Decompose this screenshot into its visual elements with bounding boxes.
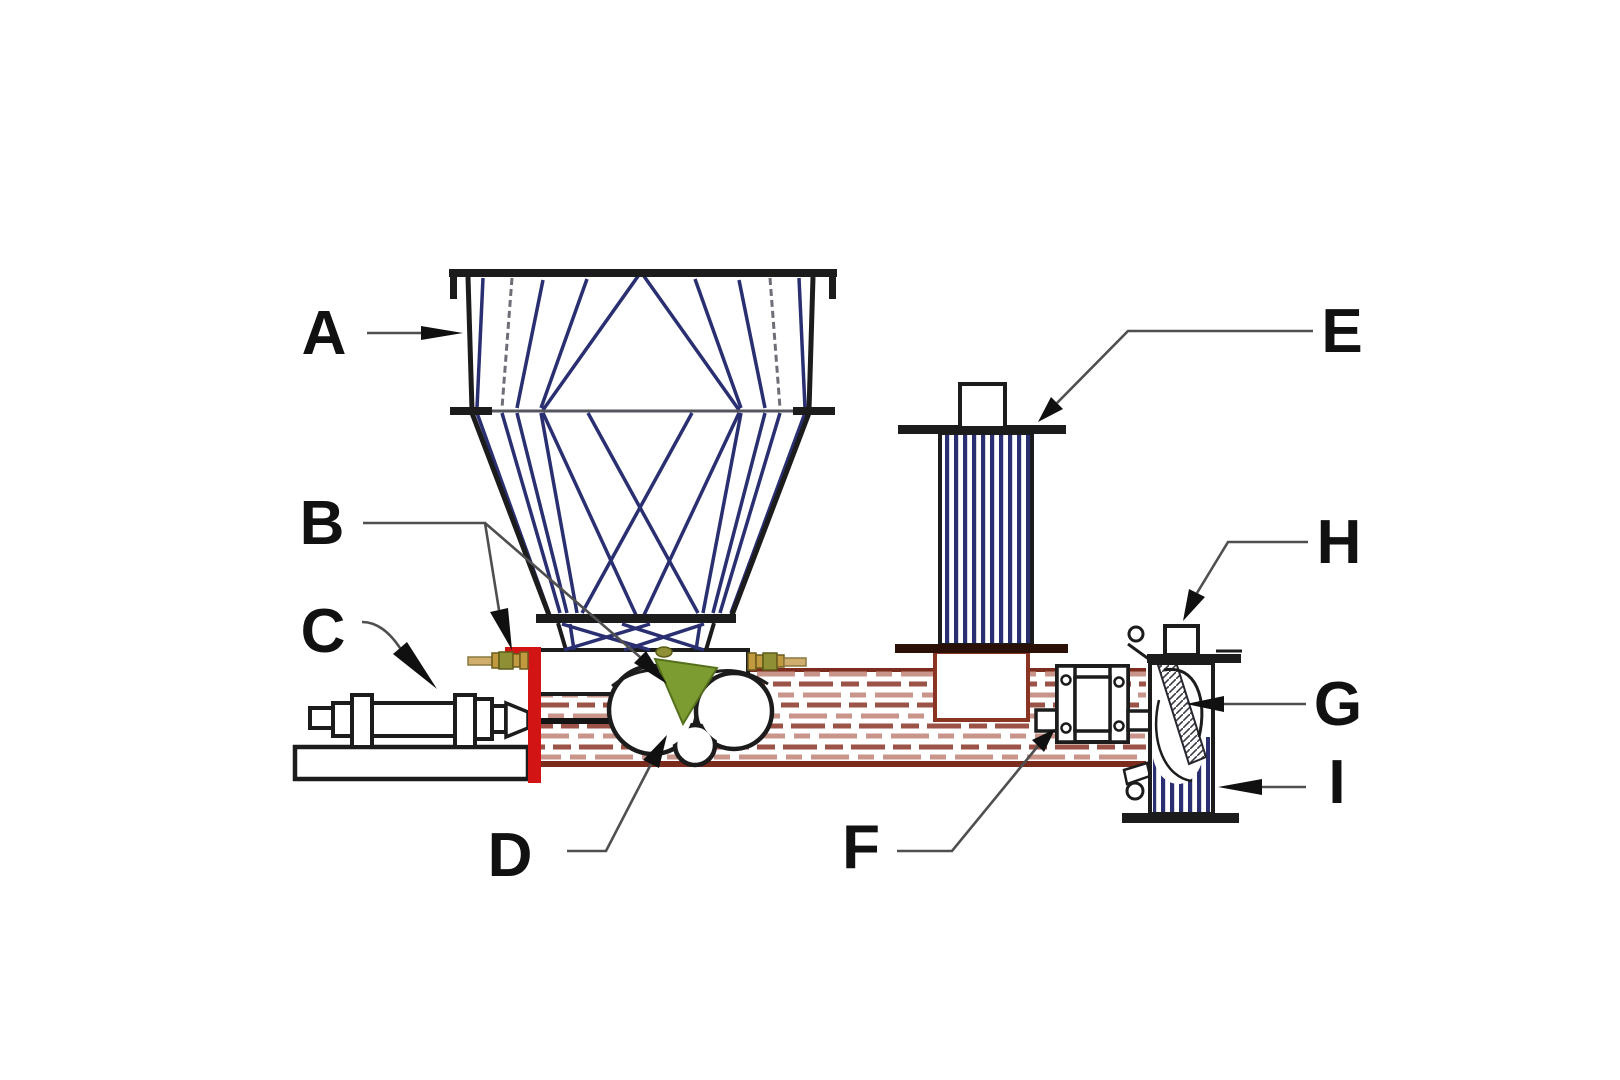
- green-paddle: [653, 657, 719, 727]
- label-D: D: [488, 821, 533, 890]
- refill-bellows: [895, 382, 1068, 653]
- base-plate: [292, 744, 531, 782]
- hopper-top-rim: [449, 269, 837, 277]
- hopper-neck: [556, 622, 716, 652]
- label-C: C: [301, 597, 346, 666]
- label-A: A: [302, 299, 347, 368]
- discharge-top-flange: [1147, 654, 1241, 663]
- discharge-top-stub: [1163, 624, 1200, 657]
- label-F: F: [842, 813, 880, 882]
- hopper-wireframe: [475, 270, 807, 616]
- leader-F: [897, 729, 1055, 853]
- leader-D: [567, 735, 667, 853]
- refill-connection-box: [933, 650, 1030, 722]
- leader-I: [1218, 779, 1306, 795]
- label-B: B: [300, 489, 345, 558]
- part-labels: A B C D E F G H I: [300, 297, 1363, 890]
- shaft-coupling: [504, 700, 530, 740]
- leader-G: [1186, 696, 1306, 712]
- leader-A: [367, 326, 463, 340]
- label-E: E: [1321, 297, 1362, 366]
- drive-motor: [292, 693, 531, 782]
- leader-B: [363, 521, 667, 684]
- clamp-top: [1127, 625, 1145, 643]
- bellows-bottom-flange: [895, 644, 1068, 653]
- label-I: I: [1328, 748, 1345, 817]
- bellows-top-stub: [958, 382, 1007, 430]
- label-H: H: [1317, 508, 1362, 577]
- hopper: [449, 269, 837, 652]
- hopper-neck-flange: [536, 614, 736, 623]
- label-G: G: [1314, 670, 1362, 739]
- injector-left: [467, 651, 529, 670]
- bellows-body: [938, 431, 1034, 647]
- leader-E: [1038, 329, 1313, 422]
- leader-H: [1183, 540, 1308, 621]
- metering-screw: [540, 646, 775, 768]
- leaders: [361, 326, 1313, 853]
- injector-right: [747, 652, 807, 671]
- paddle-hub: [655, 646, 673, 658]
- discharge-head: [1122, 624, 1242, 823]
- leader-C: [361, 620, 437, 689]
- discharge-bottom-flange: [1122, 813, 1239, 823]
- end-bearing: [1034, 664, 1165, 744]
